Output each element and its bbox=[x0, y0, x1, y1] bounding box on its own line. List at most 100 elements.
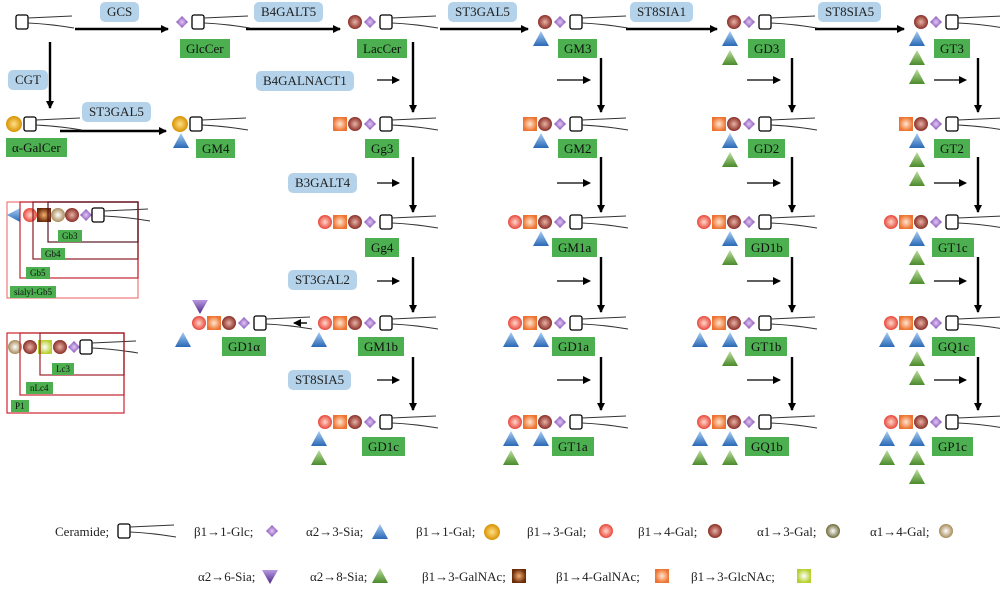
sia-icon bbox=[879, 431, 895, 446]
sia-icon bbox=[533, 431, 549, 446]
sia28-icon bbox=[722, 351, 738, 366]
gal14-icon bbox=[348, 117, 362, 131]
inset-boxes bbox=[6, 201, 139, 414]
ceramide-tail bbox=[129, 524, 177, 538]
gal14-icon bbox=[727, 117, 741, 131]
sia-icon bbox=[372, 524, 388, 539]
sia-icon bbox=[311, 431, 327, 446]
galnac14-icon bbox=[899, 316, 913, 330]
sia-icon bbox=[722, 133, 738, 148]
sia-icon bbox=[533, 31, 549, 46]
sia-icon bbox=[692, 431, 708, 446]
gal14-icon bbox=[914, 316, 928, 330]
ceramide-tail bbox=[35, 117, 83, 131]
label-gb3: Gb3 bbox=[58, 230, 82, 242]
gal14-icon bbox=[727, 15, 741, 29]
ceramide-icon bbox=[189, 116, 203, 132]
gal14-icon bbox=[348, 316, 362, 330]
gal14-icon bbox=[727, 415, 741, 429]
gal13-icon bbox=[697, 316, 711, 330]
sia28-icon bbox=[909, 269, 925, 284]
legend-sia26: α2→6-Sia; bbox=[198, 569, 256, 584]
label-gt3: GT3 bbox=[934, 39, 970, 58]
enzyme-st3gal5-top: ST3GAL5 bbox=[448, 2, 517, 22]
sia-icon bbox=[533, 231, 549, 246]
legend-glcnac13: β1→3-GlcNAc; bbox=[691, 569, 775, 584]
gal13-icon bbox=[697, 415, 711, 429]
gal14-icon bbox=[23, 340, 37, 354]
ceramide-tail bbox=[957, 415, 1000, 428]
label-gm2: GM2 bbox=[558, 139, 598, 158]
legend-sia23: α2→3-Sia; bbox=[306, 524, 364, 539]
enzyme-st3gal5-left: ST3GAL5 bbox=[82, 102, 151, 122]
sia28-icon bbox=[909, 50, 925, 65]
ceramide-icon bbox=[569, 116, 583, 132]
glc-icon bbox=[238, 317, 250, 329]
legend-gal11: β1→1-Gal; bbox=[416, 524, 476, 539]
gal14-icon bbox=[914, 415, 928, 429]
ceramide-icon bbox=[569, 214, 583, 230]
label-gd1c: GD1c bbox=[362, 437, 406, 456]
galnac14-icon bbox=[712, 117, 726, 131]
gal11-icon bbox=[484, 524, 500, 540]
sia28-icon bbox=[372, 568, 388, 583]
glc-icon bbox=[930, 216, 942, 228]
label-lc3: Lc3 bbox=[52, 363, 74, 375]
gal14-icon bbox=[538, 15, 552, 29]
galnac14-icon bbox=[523, 316, 537, 330]
legend-sia28: α2→8-Sia; bbox=[310, 569, 368, 584]
gal13-icon bbox=[318, 316, 332, 330]
ceramide-tail bbox=[957, 215, 1000, 228]
sia-icon bbox=[722, 31, 738, 46]
sia28-icon bbox=[909, 469, 925, 484]
enzyme-st8sia5-mid: ST8SIA5 bbox=[288, 370, 352, 390]
label-gg4: Gg4 bbox=[365, 238, 400, 257]
gal14-icon bbox=[538, 117, 552, 131]
galnac13-icon bbox=[512, 569, 526, 583]
glc-icon bbox=[743, 416, 755, 428]
ceramide-icon bbox=[379, 116, 393, 132]
galnac14-icon bbox=[333, 117, 347, 131]
enzyme-st8sia1: ST8SIA1 bbox=[630, 2, 694, 22]
gal14-icon bbox=[538, 316, 552, 330]
gal14-icon bbox=[538, 415, 552, 429]
ceramide-tail bbox=[27, 15, 75, 29]
label-sialyl-gb5: sialyl-Gb5 bbox=[10, 286, 56, 298]
ceramide-tail bbox=[770, 215, 818, 229]
ceramide-icon bbox=[23, 116, 37, 132]
enzyme-gcs: GCS bbox=[100, 2, 140, 22]
label-gp1c: GP1c bbox=[932, 437, 973, 456]
sia28-icon bbox=[722, 250, 738, 265]
label-gq1c: GQ1c bbox=[932, 337, 976, 356]
glc-icon bbox=[930, 416, 942, 428]
galnac14-icon bbox=[899, 117, 913, 131]
sia28-icon bbox=[909, 152, 925, 167]
label-gm4: GM4 bbox=[196, 139, 236, 158]
glc-icon bbox=[80, 209, 92, 221]
label-gq1b: GQ1b bbox=[745, 437, 789, 456]
ceramide-tail bbox=[581, 415, 629, 429]
glc-icon bbox=[930, 317, 942, 329]
sia23-icon bbox=[7, 208, 20, 222]
galnac14-icon bbox=[899, 415, 913, 429]
glc-icon bbox=[364, 16, 376, 28]
galnac14-icon bbox=[523, 215, 537, 229]
label-gt2: GT2 bbox=[934, 139, 970, 158]
ceramide-tail bbox=[581, 316, 629, 330]
glc-icon bbox=[743, 317, 755, 329]
enzyme-st8sia5: ST8SIA5 bbox=[818, 2, 882, 22]
ceramide-tail bbox=[391, 215, 439, 229]
ceramide-icon bbox=[253, 315, 267, 331]
ceramide-icon bbox=[569, 14, 583, 30]
ceramide-icon bbox=[945, 116, 959, 132]
ceramide-icon bbox=[758, 214, 772, 230]
ceramide-icon bbox=[945, 315, 959, 331]
glc-icon bbox=[743, 16, 755, 28]
ceramide-tail bbox=[203, 15, 251, 29]
gal13-icon bbox=[884, 215, 898, 229]
glc-icon bbox=[554, 416, 566, 428]
gal13-icon bbox=[508, 415, 522, 429]
ceramide-tail bbox=[770, 415, 818, 429]
label-laccer: LacCer bbox=[357, 39, 408, 58]
